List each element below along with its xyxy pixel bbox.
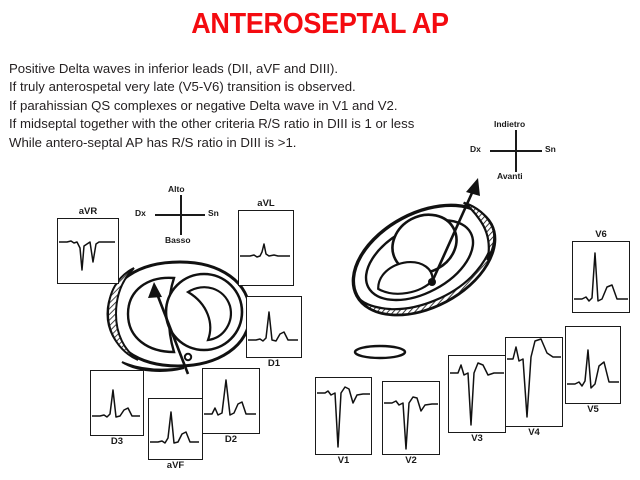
ecg-lead-label: V6 bbox=[595, 229, 607, 240]
ecg-lead-v1: V1 bbox=[315, 377, 372, 466]
av-plane-edge-view bbox=[352, 342, 408, 362]
ecg-lead-v2: V2 bbox=[382, 381, 440, 466]
compass-label-right: Sn bbox=[545, 144, 556, 154]
ecg-trace-v1 bbox=[317, 386, 370, 448]
ecg-trace-v6 bbox=[574, 252, 628, 302]
compass-label-top: Alto bbox=[168, 184, 185, 194]
ecg-lead-label: V3 bbox=[471, 433, 483, 444]
bullet-line-4: If midseptal together with the other cri… bbox=[9, 116, 415, 132]
ecg-lead-v5: V5 bbox=[565, 326, 621, 415]
ecg-lead-label: V4 bbox=[528, 427, 540, 438]
ecg-lead-label: D3 bbox=[110, 436, 124, 447]
ecg-trace-v5 bbox=[567, 349, 619, 389]
ecg-lead-v4: V4 bbox=[505, 337, 563, 438]
ecg-lead-label: D2 bbox=[224, 434, 238, 445]
compass-label-bottom: Avanti bbox=[497, 171, 523, 181]
ecg-frame bbox=[382, 381, 440, 455]
ecg-trace-d1 bbox=[248, 311, 298, 342]
ecg-frame bbox=[57, 218, 119, 284]
ecg-frame bbox=[90, 370, 144, 436]
ecg-frame bbox=[238, 210, 294, 286]
heart-cross-section-tilted bbox=[336, 168, 516, 338]
ecg-frame bbox=[572, 241, 630, 313]
slide-body-text: Positive Delta waves in inferior leads (… bbox=[9, 60, 479, 152]
compass-label-bottom: Basso bbox=[165, 235, 191, 245]
ecg-frame bbox=[565, 326, 621, 404]
bullet-line-1: Positive Delta waves in inferior leads (… bbox=[9, 61, 339, 76]
ecg-lead-label: D1 bbox=[267, 358, 281, 369]
ecg-lead-v6: V6 bbox=[572, 229, 630, 313]
ecg-trace-v4 bbox=[507, 338, 561, 418]
slide-title: ANTEROSEPTAL AP bbox=[191, 8, 449, 40]
bullet-line-5: While antero-septal AP has R/S ratio in … bbox=[9, 134, 297, 150]
ecg-lead-label: aVF bbox=[166, 460, 185, 471]
compass-horizontal-axis bbox=[155, 214, 205, 216]
horizontal-plane-orientation-compass: Alto Dx Sn Basso bbox=[133, 183, 229, 245]
ecg-trace-avl bbox=[240, 243, 290, 258]
bullet-line-2: If truly anterospetal very late (V5-V6) … bbox=[9, 79, 356, 95]
ecg-trace-d3 bbox=[92, 389, 140, 418]
ecg-lead-label: V5 bbox=[587, 404, 599, 415]
ecg-lead-avr: aVR bbox=[57, 206, 119, 284]
ecg-lead-d2: D2 bbox=[202, 368, 260, 445]
ecg-lead-d1: D1 bbox=[246, 296, 302, 369]
compass-label-top: Indietro bbox=[494, 119, 526, 129]
bullet-line-3: If parahissian QS complexes or negative … bbox=[9, 97, 398, 113]
ecg-lead-label: aVL bbox=[257, 198, 275, 209]
ecg-lead-label: V2 bbox=[405, 455, 417, 466]
ecg-trace-v2 bbox=[384, 396, 438, 450]
heart-cross-section-horizontal bbox=[92, 252, 262, 377]
ecg-frame bbox=[202, 368, 260, 434]
ecg-lead-d3: D3 bbox=[90, 370, 144, 447]
ecg-trace-avr bbox=[59, 240, 115, 271]
ecg-lead-avl: aVL bbox=[238, 198, 294, 286]
ecg-frame bbox=[315, 377, 372, 455]
ecg-lead-label: aVR bbox=[78, 206, 98, 217]
ecg-trace-avf bbox=[150, 411, 199, 444]
frontal-plane-orientation-compass: Indietro Dx Sn Avanti bbox=[468, 118, 568, 181]
ecg-trace-v3 bbox=[450, 362, 504, 426]
ecg-lead-label: V1 bbox=[337, 455, 350, 466]
ecg-lead-avf: aVF bbox=[148, 398, 203, 471]
compass-label-right: Sn bbox=[208, 208, 219, 218]
ecg-frame bbox=[246, 296, 302, 358]
compass-label-left: Dx bbox=[470, 144, 481, 154]
ecg-frame bbox=[148, 398, 203, 460]
ecg-lead-v3: V3 bbox=[448, 355, 506, 444]
ecg-trace-d2 bbox=[204, 379, 256, 416]
compass-horizontal-axis bbox=[490, 150, 542, 152]
compass-label-left: Dx bbox=[135, 208, 146, 218]
